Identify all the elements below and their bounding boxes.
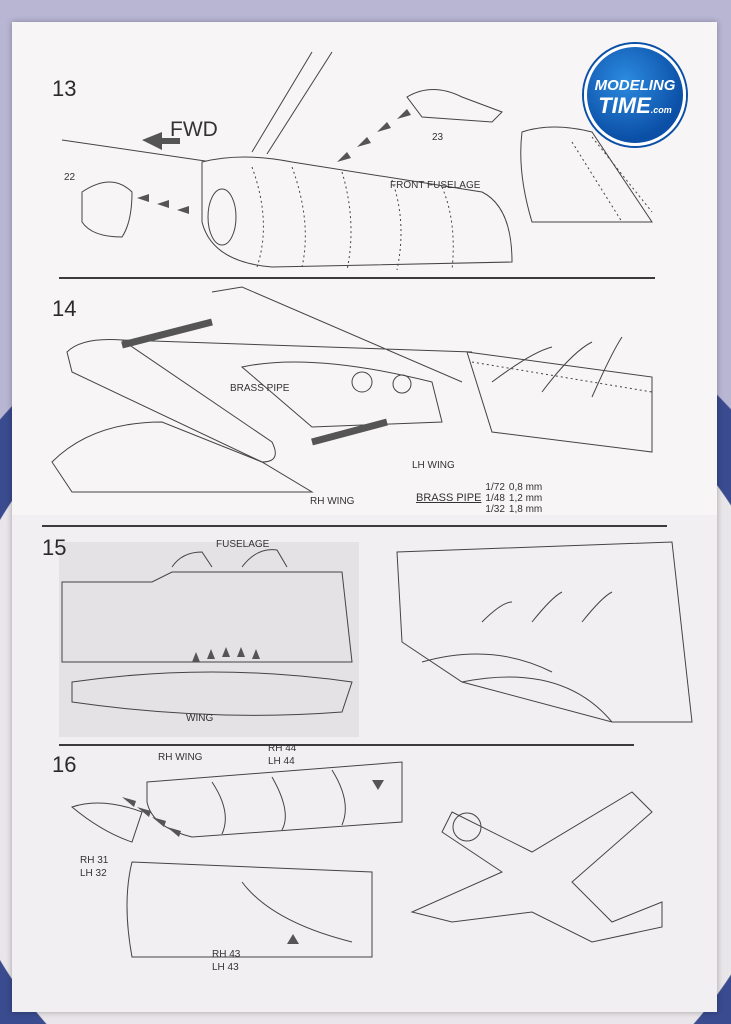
part-lh44-label: LH 44 [268, 756, 295, 767]
pipe-table-title: BRASS PIPE [416, 492, 482, 504]
pipe-scale: 1/72 [485, 482, 505, 493]
modeling-time-logo: MODELING TIME.com [584, 44, 686, 146]
pipe-scale: 1/32 [485, 504, 505, 515]
part-lh43-label: LH 43 [212, 962, 239, 973]
step-divider [42, 525, 667, 527]
rh-wing-label: RH WING [310, 496, 355, 507]
step-13-number: 13 [52, 76, 77, 101]
step-15-shaded-illustration [59, 542, 359, 737]
fwd-label: FWD [170, 118, 218, 141]
pipe-scale: 1/48 [485, 493, 505, 504]
rh-wing-label: RH WING [158, 752, 203, 763]
pipe-diameter: 1,2 mm [508, 493, 543, 504]
part-23-label: 23 [432, 132, 444, 143]
logo-text-line2: TIME.com [587, 93, 683, 119]
step-divider [59, 277, 655, 279]
step-14-number: 14 [52, 296, 77, 321]
fuselage-label: FUSELAGE [216, 539, 270, 550]
part-22-label: 22 [64, 172, 76, 183]
step-15-number: 15 [42, 535, 67, 560]
wing-label: WING [186, 713, 214, 724]
part-rh43-label: RH 43 [212, 949, 241, 960]
logo-text-line1: MODELING [594, 77, 676, 94]
logo-text-suffix: .com [650, 105, 672, 115]
line-art-illustrations [51, 51, 693, 958]
pipe-diameter: 1,8 mm [508, 504, 543, 515]
instruction-sheet: MODELING TIME.com 13 FWD 22 23 FRONT FUS… [12, 22, 717, 1012]
part-lh32-label: LH 32 [80, 868, 107, 879]
step-16-number: 16 [52, 752, 77, 777]
brass-pipe-label: BRASS PIPE [230, 383, 290, 394]
step-divider [59, 744, 634, 746]
part-rh44-label: RH 44 [268, 743, 297, 754]
front-fuselage-label: FRONT FUSELAGE [390, 180, 481, 191]
logo-text-time: TIME [598, 93, 651, 118]
lh-wing-label: LH WING [412, 460, 455, 471]
part-rh31-label: RH 31 [80, 855, 109, 866]
pipe-diameter: 0,8 mm [508, 482, 543, 493]
